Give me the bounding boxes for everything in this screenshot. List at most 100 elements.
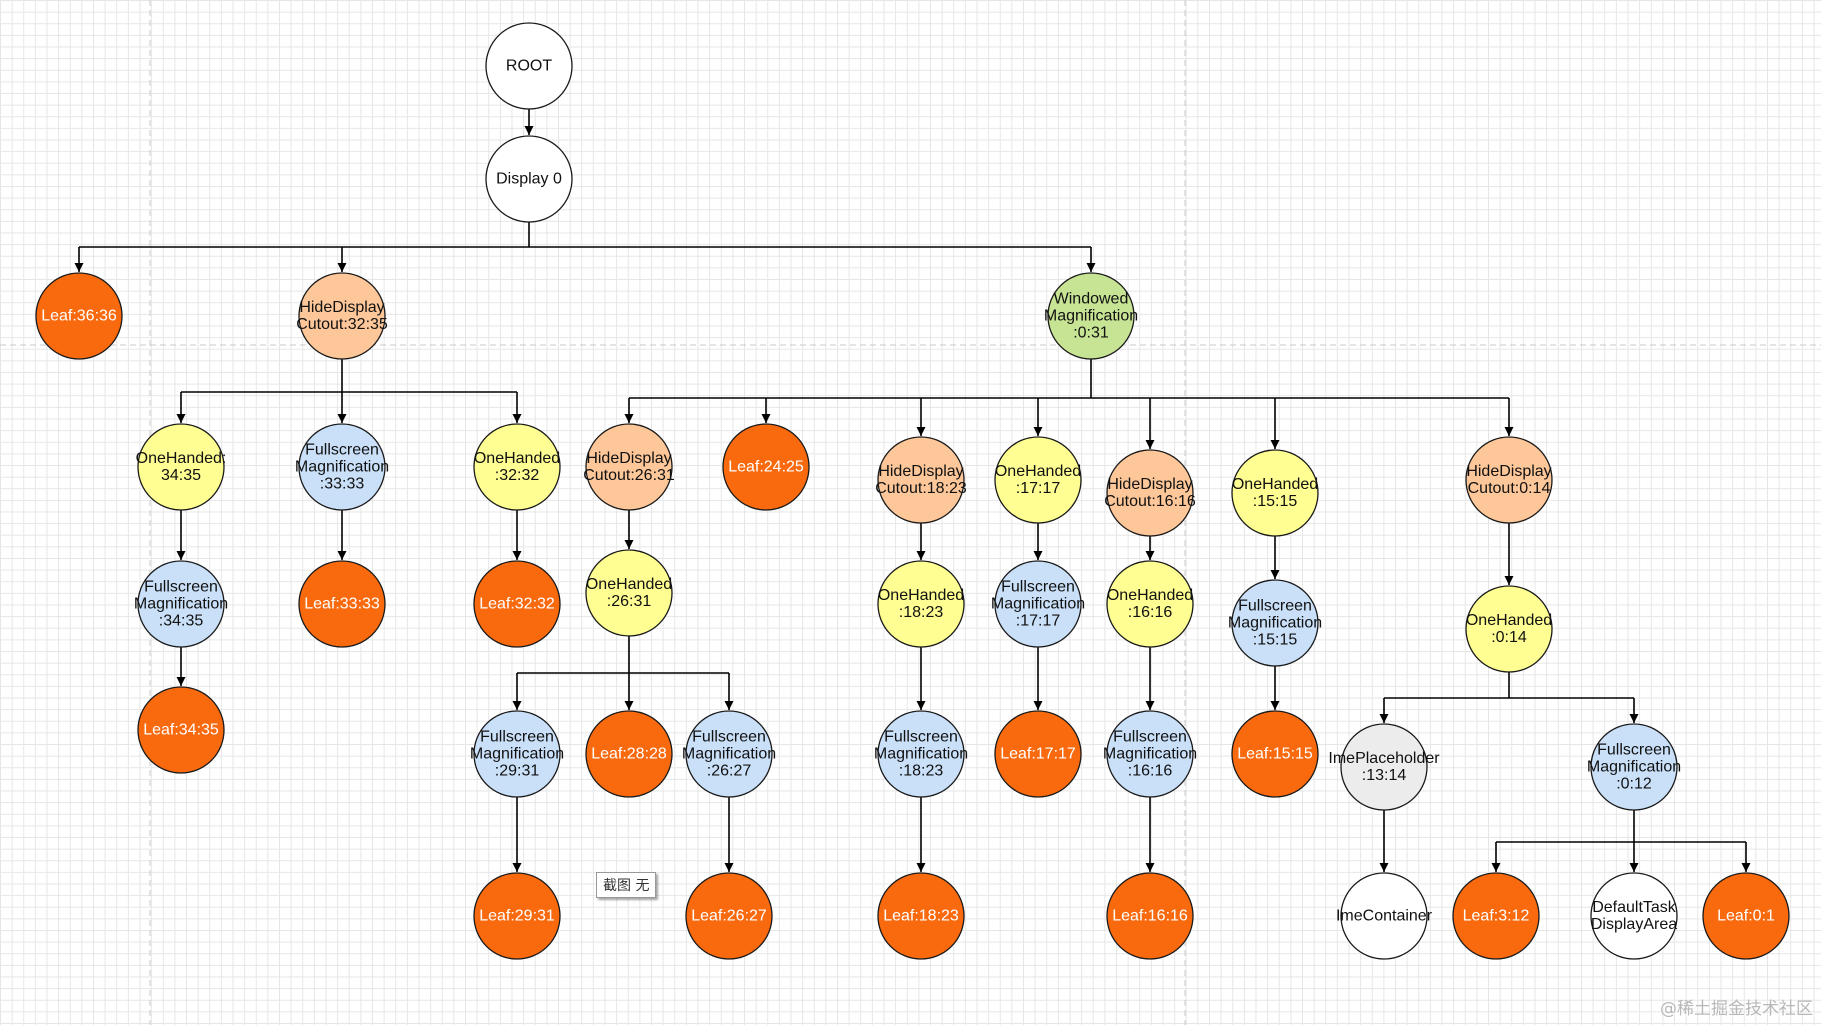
node-leaf_29_31[interactable]: Leaf:29:31 bbox=[473, 872, 561, 960]
node-leaf_16_16[interactable]: Leaf:16:16 bbox=[1106, 872, 1194, 960]
node-leaf_33_33[interactable]: Leaf:33:33 bbox=[298, 560, 386, 648]
node-circle bbox=[473, 560, 561, 648]
node-label: Magnification bbox=[134, 596, 228, 613]
node-label: Magnification bbox=[1044, 308, 1138, 325]
node-label: Fullscreen bbox=[1113, 729, 1187, 746]
node-label: Leaf:24:25 bbox=[728, 459, 804, 476]
node-oh_16_16[interactable]: OneHanded:16:16 bbox=[1106, 560, 1194, 648]
node-leaf_28_28[interactable]: Leaf:28:28 bbox=[585, 710, 673, 798]
node-label: DisplayArea bbox=[1591, 916, 1677, 933]
node-ime_container[interactable]: ImeContainer bbox=[1336, 872, 1433, 960]
node-leaf_34_35[interactable]: Leaf:34:35 bbox=[137, 686, 225, 774]
node-label: :26:31 bbox=[607, 593, 652, 610]
node-circle bbox=[994, 436, 1082, 524]
node-circle bbox=[722, 423, 810, 511]
node-label: OneHanded bbox=[1107, 587, 1193, 604]
node-oh_26_31[interactable]: OneHanded:26:31 bbox=[585, 549, 673, 637]
node-label: Magnification bbox=[991, 596, 1085, 613]
node-label: :13:14 bbox=[1362, 767, 1407, 784]
node-leaf_18_23[interactable]: Leaf:18:23 bbox=[877, 872, 965, 960]
node-label: HideDisplay bbox=[1466, 463, 1551, 480]
node-oh_34_35[interactable]: OneHanded:34:35 bbox=[136, 423, 227, 511]
node-label: Cutout:26:31 bbox=[583, 467, 675, 484]
node-label: OneHanded: bbox=[136, 450, 227, 467]
node-display0[interactable]: Display 0 bbox=[485, 135, 573, 223]
node-oh_15_15[interactable]: OneHanded:15:15 bbox=[1231, 449, 1319, 537]
node-label: OneHanded bbox=[995, 463, 1081, 480]
node-circle bbox=[485, 135, 573, 223]
node-circle bbox=[1106, 560, 1194, 648]
node-label: Leaf:18:23 bbox=[883, 908, 959, 925]
node-circle bbox=[585, 710, 673, 798]
node-circle bbox=[1231, 449, 1319, 537]
node-label: Magnification bbox=[874, 746, 968, 763]
node-circle bbox=[473, 872, 561, 960]
node-label: Magnification bbox=[1587, 759, 1681, 776]
node-leaf_3_12[interactable]: Leaf:3:12 bbox=[1452, 872, 1540, 960]
node-ime_13_14[interactable]: ImePlaceholder:13:14 bbox=[1328, 723, 1440, 811]
node-leaf_0_1[interactable]: Leaf:0:1 bbox=[1702, 872, 1790, 960]
node-label: Leaf:26:27 bbox=[691, 908, 767, 925]
node-label: Fullscreen bbox=[884, 729, 958, 746]
node-oh_32_32[interactable]: OneHanded:32:32 bbox=[473, 423, 561, 511]
node-circle bbox=[877, 872, 965, 960]
node-label: Magnification bbox=[295, 459, 389, 476]
node-label: Fullscreen bbox=[305, 442, 379, 459]
node-label: ImeContainer bbox=[1336, 908, 1433, 925]
node-oh_17_17[interactable]: OneHanded:17:17 bbox=[994, 436, 1082, 524]
node-oh_0_14[interactable]: OneHanded:0:14 bbox=[1465, 585, 1553, 673]
node-leaf_15_15[interactable]: Leaf:15:15 bbox=[1231, 710, 1319, 798]
node-circle bbox=[35, 272, 123, 360]
node-leaf_24_25[interactable]: Leaf:24:25 bbox=[722, 423, 810, 511]
node-circle bbox=[1106, 449, 1194, 537]
node-circle bbox=[1452, 872, 1540, 960]
node-label: :26:27 bbox=[707, 763, 752, 780]
node-label: OneHanded bbox=[1232, 476, 1318, 493]
node-leaf_32_32[interactable]: Leaf:32:32 bbox=[473, 560, 561, 648]
node-circle bbox=[685, 872, 773, 960]
node-leaf_17_17[interactable]: Leaf:17:17 bbox=[994, 710, 1082, 798]
node-label: :15:15 bbox=[1253, 493, 1298, 510]
node-root[interactable]: ROOT bbox=[485, 22, 573, 110]
node-label: :0:31 bbox=[1073, 325, 1109, 342]
node-circle bbox=[473, 710, 561, 798]
node-label: HideDisplay bbox=[299, 299, 384, 316]
node-label: Fullscreen bbox=[1001, 579, 1075, 596]
node-label: Leaf:15:15 bbox=[1237, 746, 1313, 763]
node-circle bbox=[994, 710, 1082, 798]
node-circle bbox=[1465, 585, 1553, 673]
node-leaf_36_36[interactable]: Leaf:36:36 bbox=[35, 272, 123, 360]
node-label: OneHanded bbox=[878, 587, 964, 604]
node-label: Cutout:32:35 bbox=[296, 316, 388, 333]
node-label: :18:23 bbox=[899, 763, 944, 780]
node-leaf_26_27[interactable]: Leaf:26:27 bbox=[685, 872, 773, 960]
node-circle bbox=[585, 549, 673, 637]
node-label: OneHanded bbox=[474, 450, 560, 467]
node-circle bbox=[1047, 272, 1135, 360]
node-oh_18_23[interactable]: OneHanded:18:23 bbox=[877, 560, 965, 648]
node-label: :0:12 bbox=[1616, 776, 1652, 793]
node-circle bbox=[1590, 723, 1678, 811]
node-label: Cutout:16:16 bbox=[1104, 493, 1196, 510]
node-label: Windowed bbox=[1054, 291, 1129, 308]
node-label: Leaf:16:16 bbox=[1112, 908, 1188, 925]
node-circle bbox=[473, 423, 561, 511]
node-circle bbox=[137, 686, 225, 774]
